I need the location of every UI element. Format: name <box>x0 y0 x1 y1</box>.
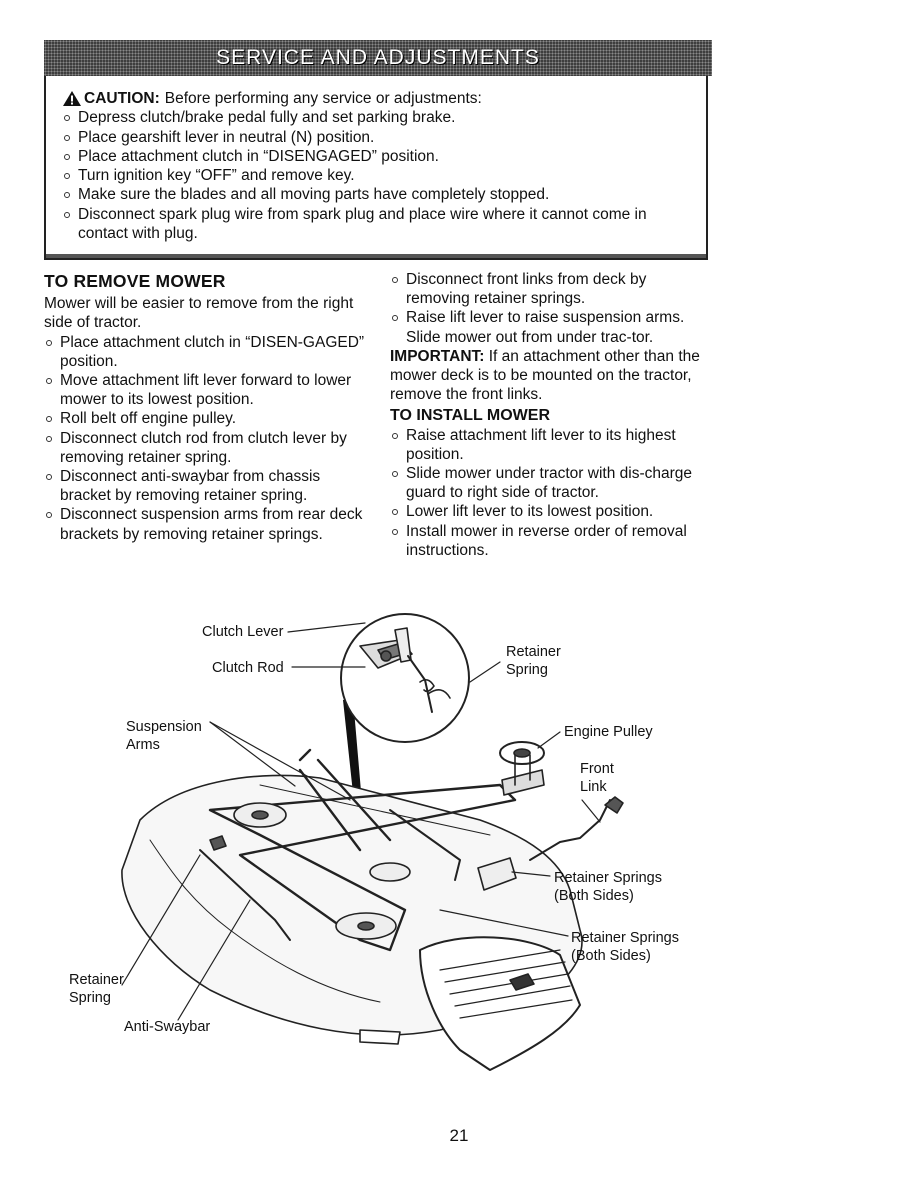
callout-retainer-springs-b: Retainer Springs (Both Sides) <box>571 929 679 965</box>
remove-mower-intro: Mower will be easier to remove from the … <box>44 295 354 332</box>
left-column: TO REMOVE MOWER Mower will be easier to … <box>44 270 370 544</box>
important-note: IMPORTANT: If an attachment other than t… <box>390 347 712 405</box>
install-step: Slide mower under tractor with dis-charg… <box>390 464 712 502</box>
remove-step: Disconnect anti-swaybar from chassis bra… <box>44 467 370 505</box>
callout-engine-pulley: Engine Pulley <box>564 724 653 740</box>
callout-suspension-arms: Suspension Arms <box>126 718 202 754</box>
callout-line: Retainer Springs <box>554 870 662 886</box>
remove-step: Move attachment lift lever forward to lo… <box>44 371 370 409</box>
mower-deck-drawing <box>121 613 624 1071</box>
callout-line: Link <box>580 779 607 795</box>
right-column: Disconnect front links from deck by remo… <box>390 270 712 560</box>
caution-item: Place attachment clutch in “DISENGAGED” … <box>62 147 686 166</box>
install-steps-list: Raise attachment lift lever to its highe… <box>390 426 712 560</box>
callout-line: (Both Sides) <box>554 888 634 904</box>
remove-step: Disconnect suspension arms from rear dec… <box>44 505 370 543</box>
mower-deck-illustration: Clutch Lever Clutch Rod Retainer Spring … <box>60 610 700 1090</box>
callout-line: Suspension <box>126 719 202 735</box>
caution-label: CAUTION: <box>84 90 160 107</box>
caution-list: Depress clutch/brake pedal fully and set… <box>62 108 686 243</box>
callout-line: Arms <box>126 737 160 753</box>
caution-item: Make sure the blades and all moving part… <box>62 185 686 204</box>
section-banner: SERVICE AND ADJUSTMENTS <box>44 40 712 76</box>
callout-line: (Both Sides) <box>571 948 651 964</box>
install-step: Install mower in reverse order of remova… <box>390 522 712 560</box>
callout-retainer-spring-left: Retainer Spring <box>69 971 124 1007</box>
warning-triangle-icon <box>63 91 81 107</box>
callout-line: Retainer Springs <box>571 930 679 946</box>
callout-line: Retainer <box>69 972 124 988</box>
callout-retainer-springs-a: Retainer Springs (Both Sides) <box>554 869 662 905</box>
callout-line: Spring <box>506 662 548 678</box>
callout-retainer-spring-top: Retainer Spring <box>506 643 561 679</box>
caution-item: Place gearshift lever in neutral (N) pos… <box>62 128 686 147</box>
remove-step: Place attachment clutch in “DISEN-GAGED”… <box>44 333 370 371</box>
caution-item: Disconnect spark plug wire from spark pl… <box>62 205 686 244</box>
remove-step: Disconnect front links from deck by remo… <box>390 270 712 308</box>
page-number: 21 <box>449 1126 469 1145</box>
caution-box: CAUTION: Before performing any service o… <box>44 76 708 260</box>
remove-step: Disconnect clutch rod from clutch lever … <box>44 429 370 467</box>
callout-clutch-rod: Clutch Rod <box>212 660 284 676</box>
remove-step: Raise lift lever to raise suspension arm… <box>390 308 712 346</box>
callout-anti-swaybar: Anti-Swaybar <box>124 1019 211 1035</box>
caution-intro: Before performing any service or adjustm… <box>164 90 482 107</box>
install-step: Lower lift lever to its lowest position. <box>390 502 712 521</box>
install-step: Raise attachment lift lever to its highe… <box>390 426 712 464</box>
install-mower-heading: TO INSTALL MOWER <box>390 407 550 425</box>
important-text: If an attachment other than the mower de… <box>390 347 700 404</box>
remove-step: Roll belt off engine pulley. <box>44 409 370 428</box>
caution-item: Depress clutch/brake pedal fully and set… <box>62 108 686 127</box>
callout-line: Spring <box>69 990 111 1006</box>
remove-steps-list: Place attachment clutch in “DISEN-GAGED”… <box>44 333 370 544</box>
callout-clutch-lever: Clutch Lever <box>202 624 284 640</box>
remove-mower-heading: TO REMOVE MOWER <box>44 271 226 291</box>
section-title: SERVICE AND ADJUSTMENTS <box>216 46 540 69</box>
caution-header: CAUTION: Before performing any service o… <box>62 89 686 108</box>
callout-line: Front <box>580 761 614 777</box>
remove-steps-list-continued: Disconnect front links from deck by remo… <box>390 270 712 347</box>
callout-front-link: Front Link <box>580 760 614 796</box>
caution-item: Turn ignition key “OFF” and remove key. <box>62 166 686 185</box>
important-label: IMPORTANT: <box>390 347 485 365</box>
callout-line: Retainer <box>506 644 561 660</box>
